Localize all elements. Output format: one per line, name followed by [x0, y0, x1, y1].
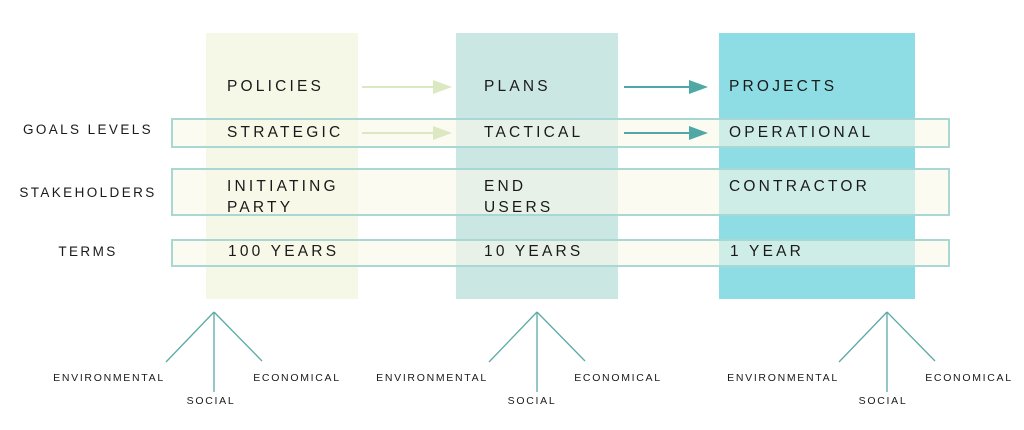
term-policies: 100 YEARS — [228, 243, 340, 260]
term-plans: 10 YEARS — [484, 243, 584, 260]
band-goals-levels — [171, 118, 950, 148]
sustainability-fan-policies — [165, 311, 263, 392]
stakeholder-line: CONTRACTOR — [729, 178, 871, 195]
fan-label-environmental: ENVIRONMENTAL — [727, 372, 839, 384]
arrow-policies-to-plans — [362, 80, 452, 94]
row-label-goals-levels: GOALS LEVELS — [22, 122, 154, 137]
fan-label-social: SOCIAL — [507, 395, 557, 407]
band-terms — [171, 239, 950, 267]
header-policies: POLICIES — [227, 78, 325, 95]
arrow-strategic-to-tactical — [362, 126, 452, 140]
stakeholder-line: USERS — [484, 199, 554, 216]
fan-label-social: SOCIAL — [858, 395, 908, 407]
stakeholder-line: PARTY — [227, 199, 294, 216]
header-plans: PLANS — [484, 78, 551, 95]
fan-label-social: SOCIAL — [186, 395, 236, 407]
stakeholder-initiating-party: INITIATING PARTY — [227, 176, 339, 218]
goal-level-tactical: TACTICAL — [484, 124, 584, 141]
arrow-tactical-to-operational — [624, 126, 708, 140]
band-stakeholders — [171, 168, 950, 216]
stakeholder-contractor: CONTRACTOR — [729, 176, 870, 197]
sustainability-fan-projects — [838, 311, 936, 392]
row-label-stakeholders: STAKEHOLDERS — [19, 185, 157, 200]
fan-label-environmental: ENVIRONMENTAL — [376, 372, 488, 384]
fan-label-economical: ECONOMICAL — [574, 372, 662, 384]
stakeholder-line: END — [484, 178, 527, 195]
stakeholder-end-users: END USERS — [484, 176, 553, 218]
fan-label-environmental: ENVIRONMENTAL — [53, 372, 165, 384]
fan-label-economical: ECONOMICAL — [925, 372, 1013, 384]
term-projects: 1 YEAR — [730, 243, 805, 260]
arrow-plans-to-projects — [624, 80, 708, 94]
goal-level-operational: OPERATIONAL — [729, 124, 874, 141]
sustainability-fan-plans — [488, 311, 586, 392]
fan-label-economical: ECONOMICAL — [253, 372, 341, 384]
header-projects: PROJECTS — [729, 78, 838, 95]
row-label-terms: TERMS — [58, 244, 118, 259]
goal-level-strategic: STRATEGIC — [227, 124, 344, 141]
stakeholder-line: INITIATING — [227, 178, 339, 195]
